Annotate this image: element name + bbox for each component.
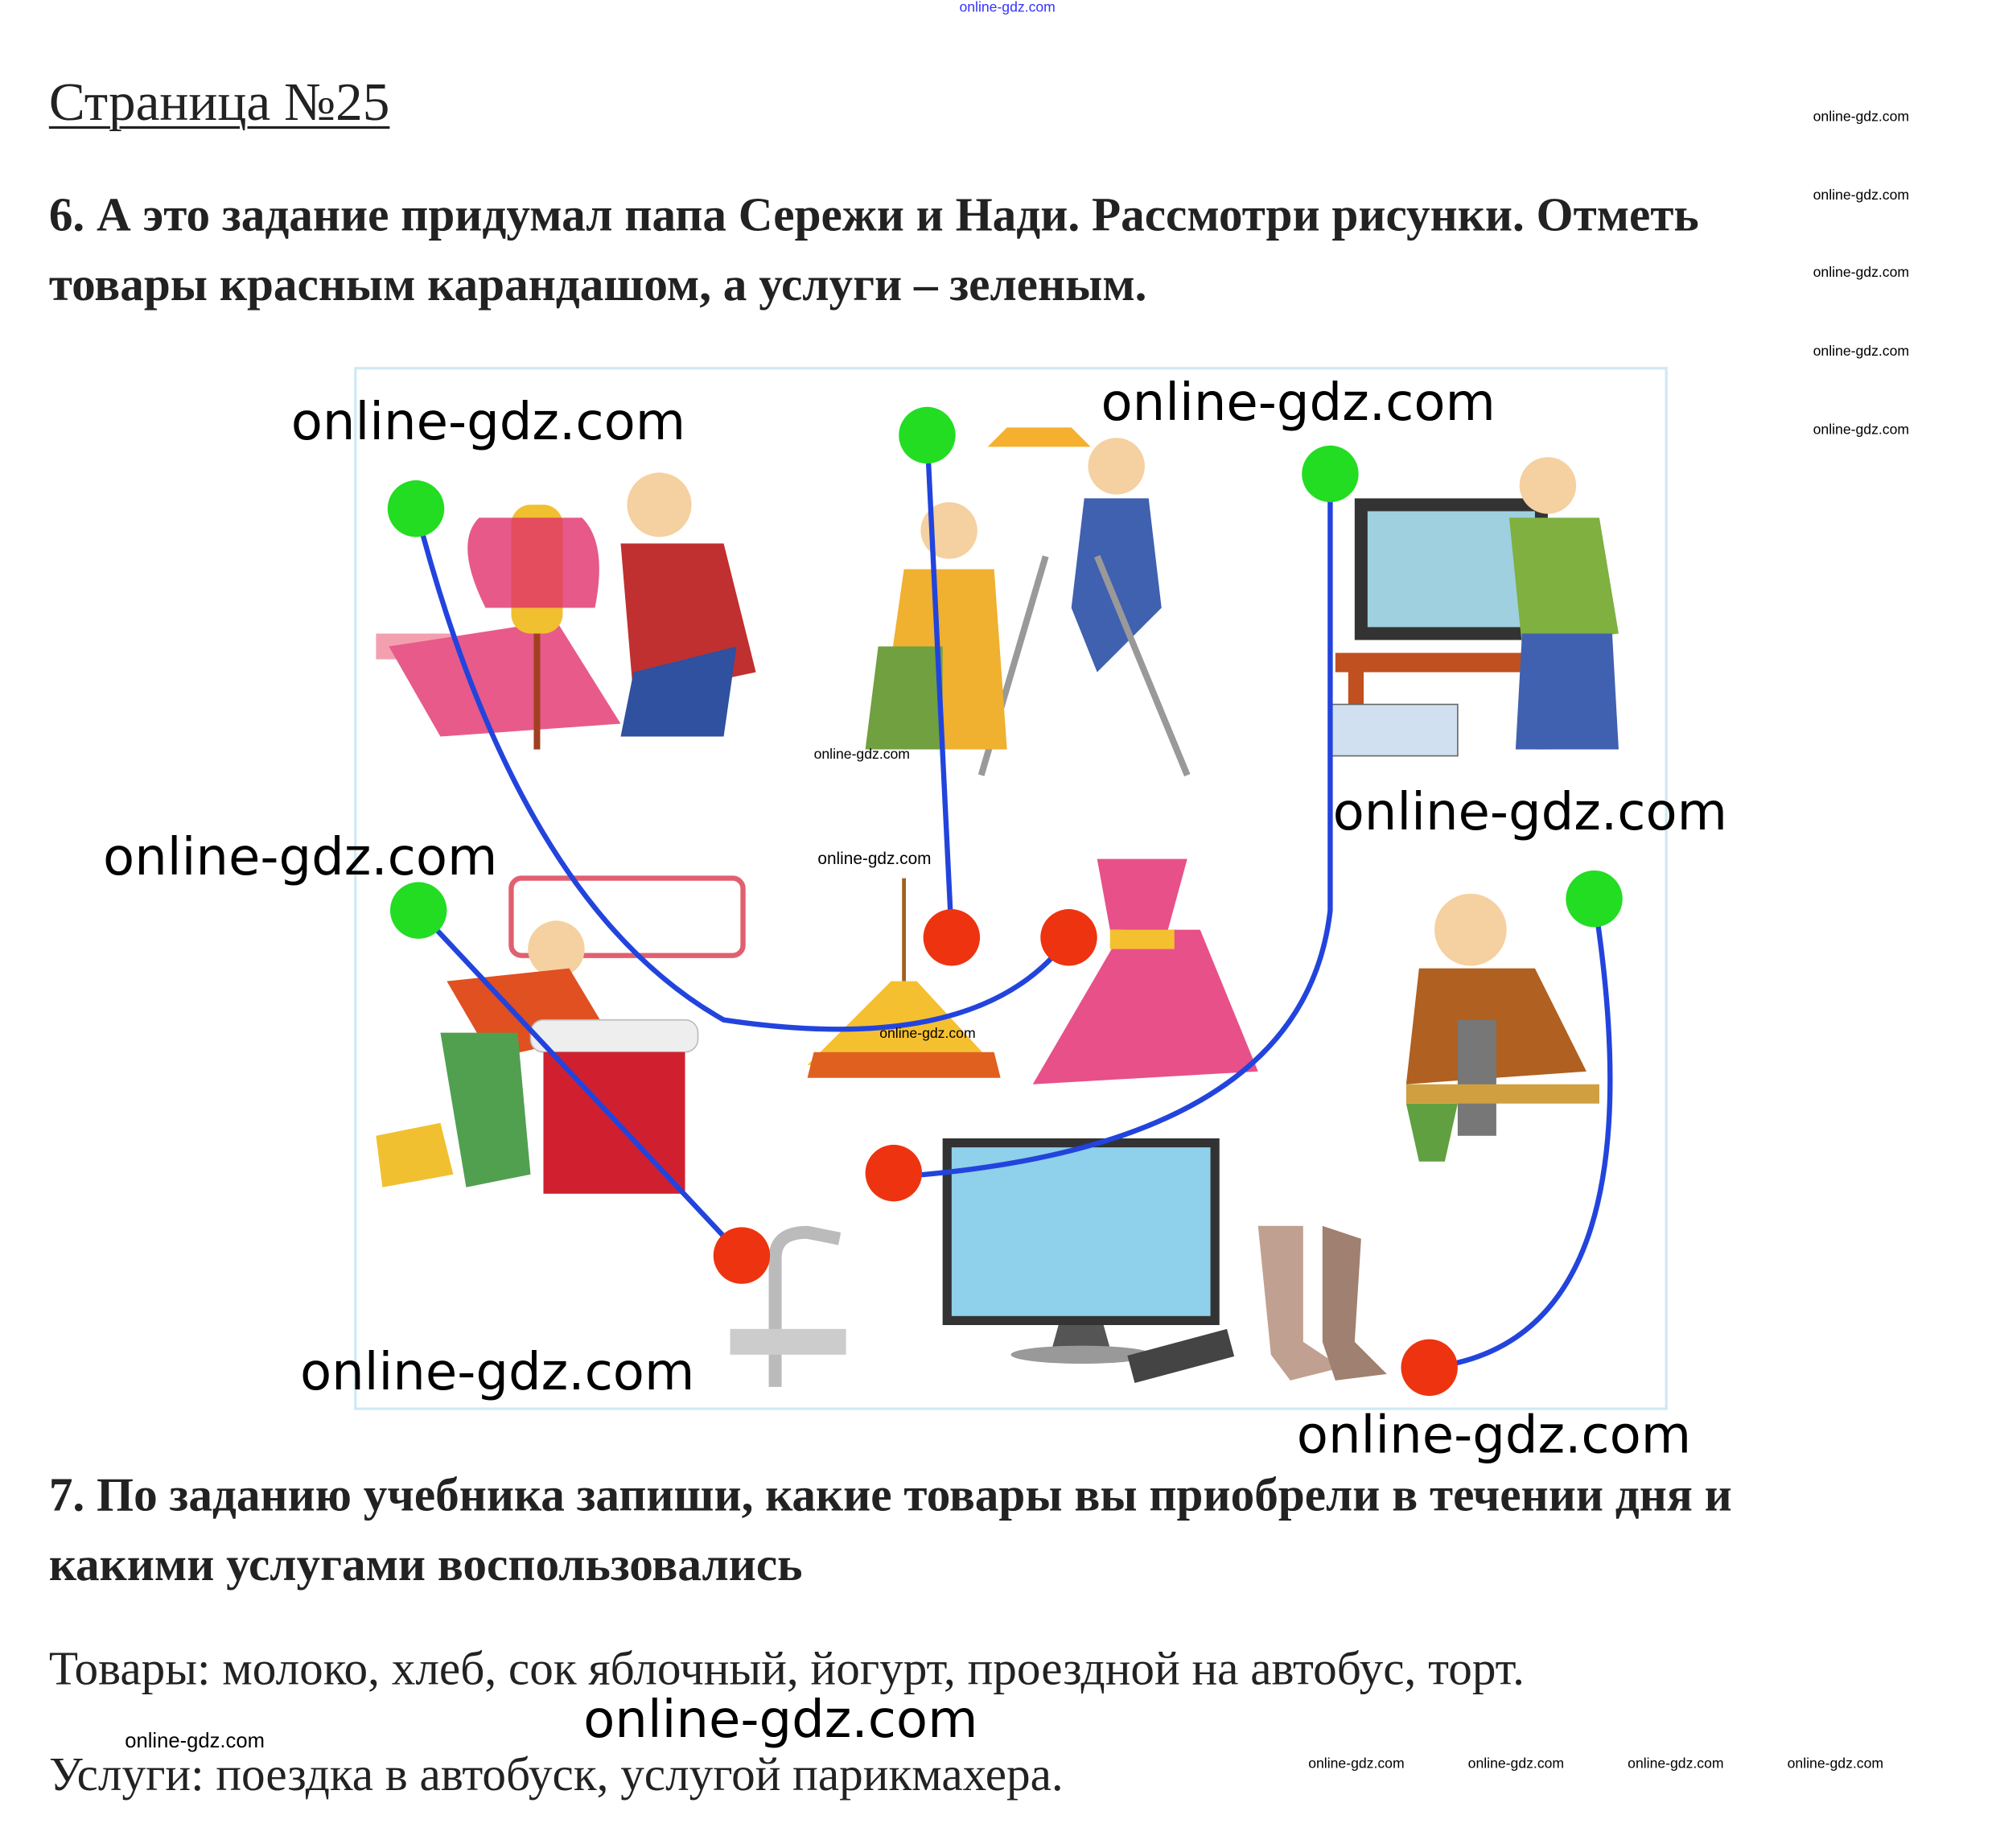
watermark: online-gdz.com: [1628, 1756, 1724, 1772]
watermark: online-gdz.com: [299, 1343, 695, 1403]
task6-line2: товары красным карандашом, а услуги – зе…: [48, 258, 1147, 312]
line-electrician-to-lamp: [924, 434, 955, 938]
task7-line1: 7. По заданию учебника запиши, какие тов…: [48, 1469, 1732, 1522]
service-dot-tailor: [387, 480, 445, 537]
goods-dot-dress: [1040, 909, 1097, 966]
watermark: online-gdz.com: [1813, 187, 1910, 204]
answer-goods: Товары: молоко, хлеб, сок яблочный, йогу…: [48, 1643, 1525, 1696]
line-tv-repair-to-tv: [893, 474, 1333, 1180]
watermark: online-gdz.com: [1813, 265, 1910, 281]
watermark: online-gdz.com: [290, 393, 686, 452]
service-dot-electrician: [899, 406, 956, 464]
watermark: online-gdz.com: [1332, 783, 1728, 842]
page-title: Страница №25: [48, 73, 390, 133]
goods-dot-lamp: [923, 909, 981, 966]
service-dot-tv-repair: [1302, 445, 1359, 503]
answer-overlay: [387, 406, 1623, 1397]
watermark: online-gdz.com: [959, 0, 1056, 16]
service-dot-shoemaker: [1566, 870, 1623, 928]
tv-illustration: [942, 1138, 1235, 1384]
boots-illustration: [1257, 1225, 1387, 1381]
watermark: online-gdz.com: [583, 1690, 978, 1751]
watermark: online-gdz.com: [1296, 1406, 1692, 1466]
watermark: online-gdz.com: [1308, 1756, 1405, 1772]
goods-dot-tv: [865, 1144, 923, 1202]
dress-illustration: [1032, 858, 1258, 1085]
watermark: online-gdz.com: [879, 1026, 976, 1042]
marker-dots: [387, 406, 1623, 1397]
watermark: online-gdz.com: [1813, 344, 1910, 360]
watermark: online-gdz.com: [1813, 109, 1910, 126]
goods-dot-boots: [1401, 1339, 1458, 1397]
line-tailor-to-dress: [413, 508, 1072, 1032]
watermark: online-gdz.com: [103, 828, 498, 887]
goods-dot-faucet: [713, 1227, 771, 1284]
answer-services: Услуги: поездка в автобуск, услугой пари…: [48, 1748, 1064, 1802]
connection-lines: [413, 434, 1613, 1371]
watermark: online-gdz.com: [1787, 1756, 1884, 1772]
illustration: [376, 427, 1619, 1387]
watermark: online-gdz.com: [1101, 373, 1496, 433]
line-plumber-to-faucet: [416, 908, 744, 1257]
watermark: online-gdz.com: [1467, 1756, 1565, 1772]
watermark: online-gdz.com: [1813, 422, 1910, 438]
watermark: online-gdz.com: [813, 747, 910, 763]
task7-line2: какими услугами воспользовались: [48, 1538, 803, 1592]
task6-line1: 6. А это задание придумал папа Сережи и …: [48, 189, 1699, 242]
faucet-illustration: [730, 1225, 846, 1387]
shoemaker-illustration: [1405, 893, 1599, 1162]
task6-picture: [354, 367, 1668, 1410]
electrician-illustration: [865, 427, 1191, 777]
watermark: online-gdz.com: [817, 848, 932, 868]
line-shoemaker-to-boots: [1429, 898, 1613, 1371]
tailor-illustration: [376, 472, 756, 750]
tv-repair-illustration: [1328, 457, 1619, 757]
service-dot-plumber: [389, 882, 447, 939]
watermark: online-gdz.com: [125, 1731, 265, 1753]
